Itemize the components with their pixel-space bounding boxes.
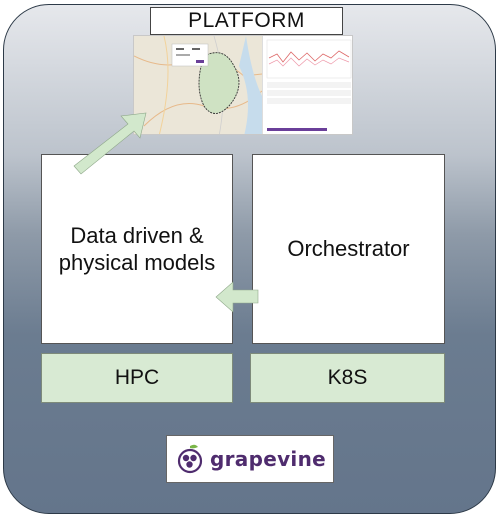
orchestrator-label: Orchestrator — [287, 236, 410, 262]
k8s-label: K8S — [327, 366, 368, 389]
logo-text: grapevine — [210, 447, 326, 471]
grape-icon — [177, 444, 203, 474]
arrow-to-platform — [73, 112, 147, 175]
platform-label: PLATFORM — [150, 7, 343, 35]
models-line-1: Data driven & — [70, 222, 204, 248]
platform-screenshot — [133, 35, 353, 135]
k8s-bar: K8S — [250, 353, 445, 403]
models-box: Data driven & physical models — [41, 154, 233, 344]
models-line-2: physical models — [58, 250, 216, 275]
map-image — [134, 36, 263, 134]
hpc-bar: HPC — [41, 353, 233, 403]
arrow-to-models — [215, 281, 259, 313]
grapevine-logo: grapevine — [166, 435, 334, 483]
chart-panel — [262, 36, 352, 134]
orchestrator-box: Orchestrator — [252, 154, 445, 344]
hpc-label: HPC — [114, 366, 160, 389]
